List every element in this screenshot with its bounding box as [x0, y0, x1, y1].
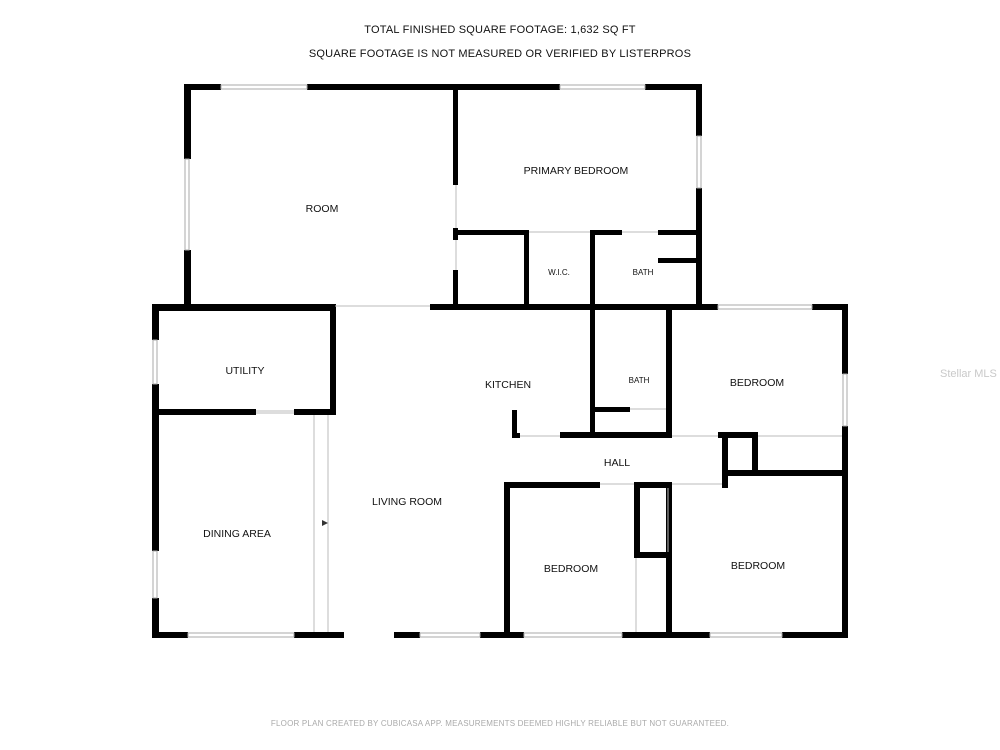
wall	[453, 90, 458, 185]
wall	[658, 230, 698, 235]
wall	[666, 482, 672, 638]
wall	[512, 410, 517, 438]
watermark-logo: Stellar MLS	[940, 368, 997, 380]
wall	[152, 304, 335, 311]
wall	[560, 432, 672, 438]
wall	[294, 409, 336, 415]
wall	[453, 230, 529, 235]
wall	[590, 407, 630, 412]
wall	[842, 426, 848, 638]
wall	[394, 632, 420, 638]
wall	[590, 230, 622, 235]
wall	[184, 84, 221, 90]
label-kitchen: KITCHEN	[485, 379, 531, 391]
wall	[294, 632, 344, 638]
wall	[722, 470, 848, 476]
square-footage-disclaimer: SQUARE FOOTAGE IS NOT MEASURED OR VERIFI…	[308, 48, 692, 60]
window	[184, 158, 190, 251]
wall	[152, 384, 159, 551]
wall	[307, 84, 560, 90]
wall	[658, 258, 698, 263]
label-utility: UTILITY	[225, 365, 264, 377]
label-hall: HALL	[604, 457, 630, 469]
window	[559, 84, 646, 90]
wall	[782, 632, 848, 638]
walls	[152, 84, 848, 638]
wall	[696, 84, 702, 136]
wall	[524, 230, 529, 308]
window	[187, 632, 295, 638]
wall	[504, 482, 600, 488]
wall	[590, 230, 595, 308]
label-room: ROOM	[306, 203, 339, 215]
wall	[590, 308, 595, 436]
windows	[152, 84, 848, 638]
label-bedroom-southeast: BEDROOM	[731, 560, 785, 572]
wall	[645, 84, 702, 90]
window	[220, 84, 308, 90]
label-bath-hall: BATH	[629, 376, 650, 385]
wall	[330, 304, 336, 414]
window	[717, 304, 813, 310]
total-square-footage: TOTAL FINISHED SQUARE FOOTAGE: 1,632 SQ …	[364, 24, 636, 36]
window	[696, 135, 702, 189]
wall	[184, 84, 191, 159]
window	[152, 550, 158, 599]
wall	[842, 304, 848, 374]
wall	[812, 304, 848, 310]
wall	[666, 308, 672, 438]
wall	[512, 433, 520, 438]
wall	[430, 304, 712, 310]
label-bath-primary: BATH	[633, 268, 654, 277]
wall	[634, 482, 670, 488]
window	[152, 339, 158, 385]
sliding-door-arrow-icon	[322, 520, 328, 526]
wall	[152, 409, 256, 415]
room-labels: ROOM PRIMARY BEDROOM W.I.C. BATH UTILITY…	[203, 165, 785, 575]
label-living-room: LIVING ROOM	[372, 496, 442, 508]
wall	[634, 552, 670, 558]
wall	[184, 250, 191, 308]
window	[709, 632, 783, 638]
wall	[480, 632, 524, 638]
wall	[718, 432, 758, 438]
wall	[752, 432, 758, 474]
label-bedroom-south: BEDROOM	[544, 563, 598, 575]
wall	[666, 304, 718, 310]
wall	[152, 598, 159, 638]
label-primary-bedroom: PRIMARY BEDROOM	[524, 165, 629, 177]
wall	[634, 482, 640, 558]
window	[842, 373, 848, 427]
wall	[453, 270, 458, 308]
door-lines	[256, 185, 842, 632]
wall	[722, 432, 728, 488]
label-wic: W.I.C.	[548, 268, 570, 277]
footer-disclaimer: FLOOR PLAN CREATED BY CUBICASA APP. MEAS…	[270, 719, 730, 728]
window	[523, 632, 623, 638]
label-dining-area: DINING AREA	[203, 528, 271, 540]
label-bedroom-east: BEDROOM	[730, 377, 784, 389]
wall	[152, 632, 188, 638]
window	[419, 632, 481, 638]
wall	[696, 188, 702, 309]
wall	[152, 304, 159, 340]
wall	[504, 482, 510, 638]
